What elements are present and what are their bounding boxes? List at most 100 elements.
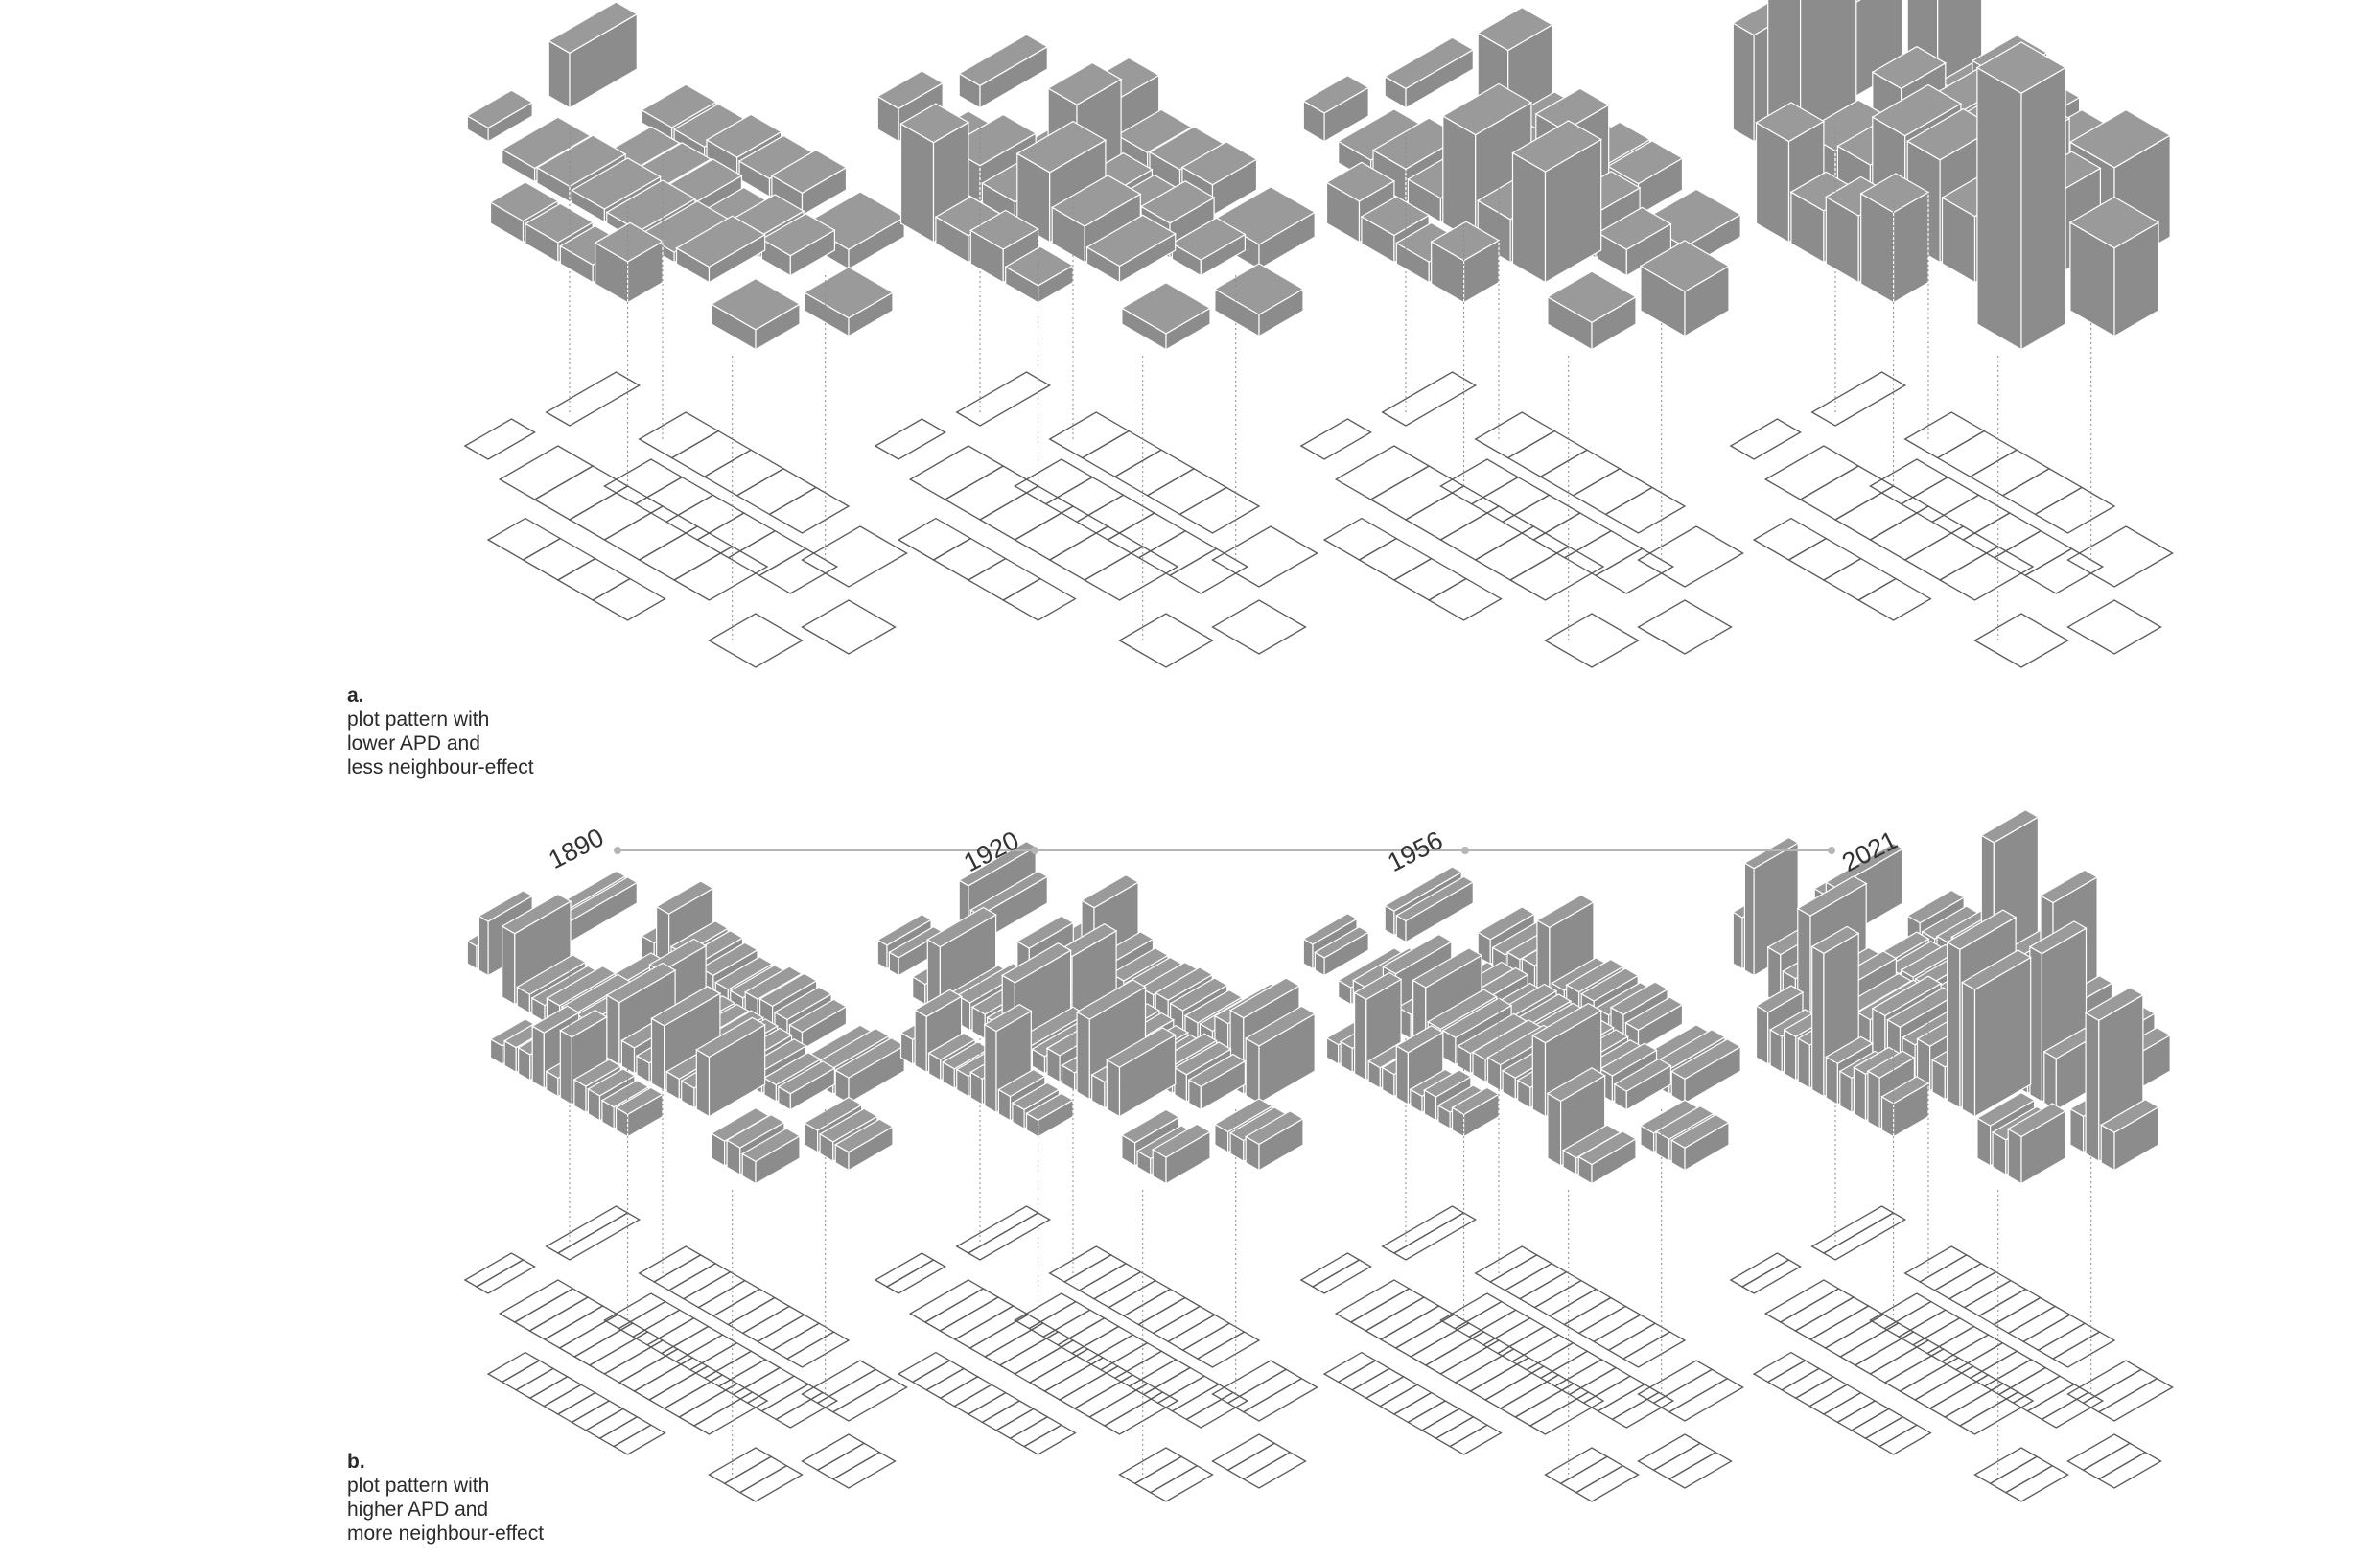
- plot-cell: [1930, 1375, 2003, 1417]
- plot-cell: [1183, 1323, 1245, 1359]
- plot-cell: [2053, 1332, 2114, 1367]
- panel-6: [1301, 867, 1743, 1501]
- plot-cell: [1429, 579, 1501, 620]
- plot-cell: [604, 506, 697, 560]
- plot-cell: [2025, 548, 2103, 593]
- plot-cell: [2023, 1315, 2085, 1350]
- plot-cell: [697, 513, 775, 558]
- plot-cell: [1394, 559, 1466, 600]
- panel-3: [1731, 0, 2173, 667]
- plot-cell: [787, 1332, 849, 1367]
- plot-cell: [1782, 1368, 1832, 1398]
- plot-cell: [725, 1456, 787, 1492]
- plot-cell: [1561, 1456, 1623, 1492]
- plot-cell: [1669, 1379, 1743, 1421]
- plot-cell: [1866, 1417, 1917, 1447]
- plot-cell: [1351, 1289, 1424, 1331]
- plot-cell: [1901, 1358, 1973, 1400]
- plot-cell: [1371, 466, 1464, 520]
- plot-cell: [1050, 412, 1130, 458]
- plot-cell: [1520, 1272, 1581, 1308]
- plot-cell: [1533, 513, 1611, 558]
- plot-cell: [1045, 1358, 1118, 1400]
- caption-a-letter: a.: [347, 684, 534, 708]
- plot-cell: [1765, 446, 1858, 500]
- plot-cell: [1754, 1353, 1805, 1383]
- plot-cell: [913, 1361, 964, 1390]
- plot-cell: [1940, 547, 2033, 600]
- plot-cell: [1731, 419, 1801, 459]
- plot-cell: [2099, 1453, 2161, 1488]
- plot-cell: [1139, 531, 1217, 576]
- plot-cell: [1213, 1361, 1287, 1403]
- plot-cell: [1050, 526, 1143, 580]
- building-mass: [1215, 264, 1303, 337]
- plot-cell: [1541, 450, 1621, 496]
- plot-cell: [945, 466, 1038, 520]
- building-mass: [805, 268, 893, 337]
- building-mass: [1513, 121, 1601, 283]
- plot-cell: [1440, 506, 1533, 560]
- plot-cell: [1971, 450, 2050, 496]
- plot-cell: [1754, 519, 1826, 560]
- plot-cell: [604, 1340, 677, 1383]
- plot-cell: [1858, 579, 1930, 620]
- plot-cell: [1456, 1349, 1528, 1391]
- plot-cell: [1609, 1323, 1670, 1359]
- plot-cell: [2084, 1443, 2146, 1478]
- plot-cell: [1228, 1443, 1291, 1478]
- plot-cell: [614, 1425, 665, 1454]
- plot-cell: [1546, 1448, 1608, 1483]
- plot-cell: [1030, 1349, 1103, 1391]
- plot-cell: [910, 446, 1003, 500]
- plot-cell: [545, 1306, 618, 1348]
- massing: [877, 35, 1315, 350]
- plot-cell: [1476, 1246, 1537, 1282]
- plot-cell: [2006, 1466, 2068, 1501]
- plot-cell: [1824, 559, 1896, 600]
- plot-cell: [968, 559, 1040, 600]
- plot-cell: [1352, 1368, 1403, 1398]
- plot-cell: [1408, 1401, 1458, 1431]
- timeline-node: [1031, 847, 1038, 854]
- plot-cell: [1050, 1246, 1111, 1282]
- plot-cell: [1108, 513, 1185, 558]
- plot-cell: [574, 1323, 647, 1365]
- plot-cell: [1015, 459, 1092, 504]
- plot-cell: [887, 1260, 945, 1293]
- plot-cell: [1244, 1453, 1306, 1488]
- caption-b-letter: b.: [347, 1450, 544, 1474]
- plot-cell: [1837, 1401, 1888, 1431]
- timeline-node: [1828, 847, 1835, 854]
- plot-cell: [1809, 1384, 1860, 1414]
- plot-cell: [1852, 1408, 1902, 1438]
- massing: [877, 842, 1315, 1184]
- plot-cell: [1574, 469, 1652, 515]
- plot-cell: [1015, 506, 1108, 560]
- plot-cell: [1450, 1425, 1501, 1454]
- plot-cell: [1564, 1298, 1625, 1334]
- plot-cell: [1508, 431, 1587, 477]
- plot-cell: [743, 1306, 805, 1341]
- plot-cell: [547, 372, 640, 426]
- plot-cell: [1576, 1466, 1639, 1501]
- plot-cell: [875, 1253, 934, 1287]
- panel-4: [465, 871, 907, 1501]
- massing: [467, 2, 904, 350]
- plot-cell: [535, 466, 628, 520]
- plot-cell: [1731, 1253, 1789, 1287]
- plot-cell: [1180, 487, 1260, 533]
- plot-cell: [954, 1384, 1005, 1414]
- plot-cell: [1594, 1315, 1655, 1350]
- plot-cell: [1313, 1260, 1371, 1293]
- plot-cell: [1979, 1290, 2041, 1325]
- plot-cell: [649, 1366, 722, 1408]
- plot-cell: [898, 1353, 949, 1383]
- plot-cell: [1436, 1417, 1487, 1447]
- plot-cell: [1949, 1272, 2011, 1308]
- plot-cell: [1994, 1298, 2055, 1334]
- plot-cell: [957, 372, 1050, 426]
- building-mass: [712, 279, 800, 350]
- building-mass: [1385, 37, 1473, 107]
